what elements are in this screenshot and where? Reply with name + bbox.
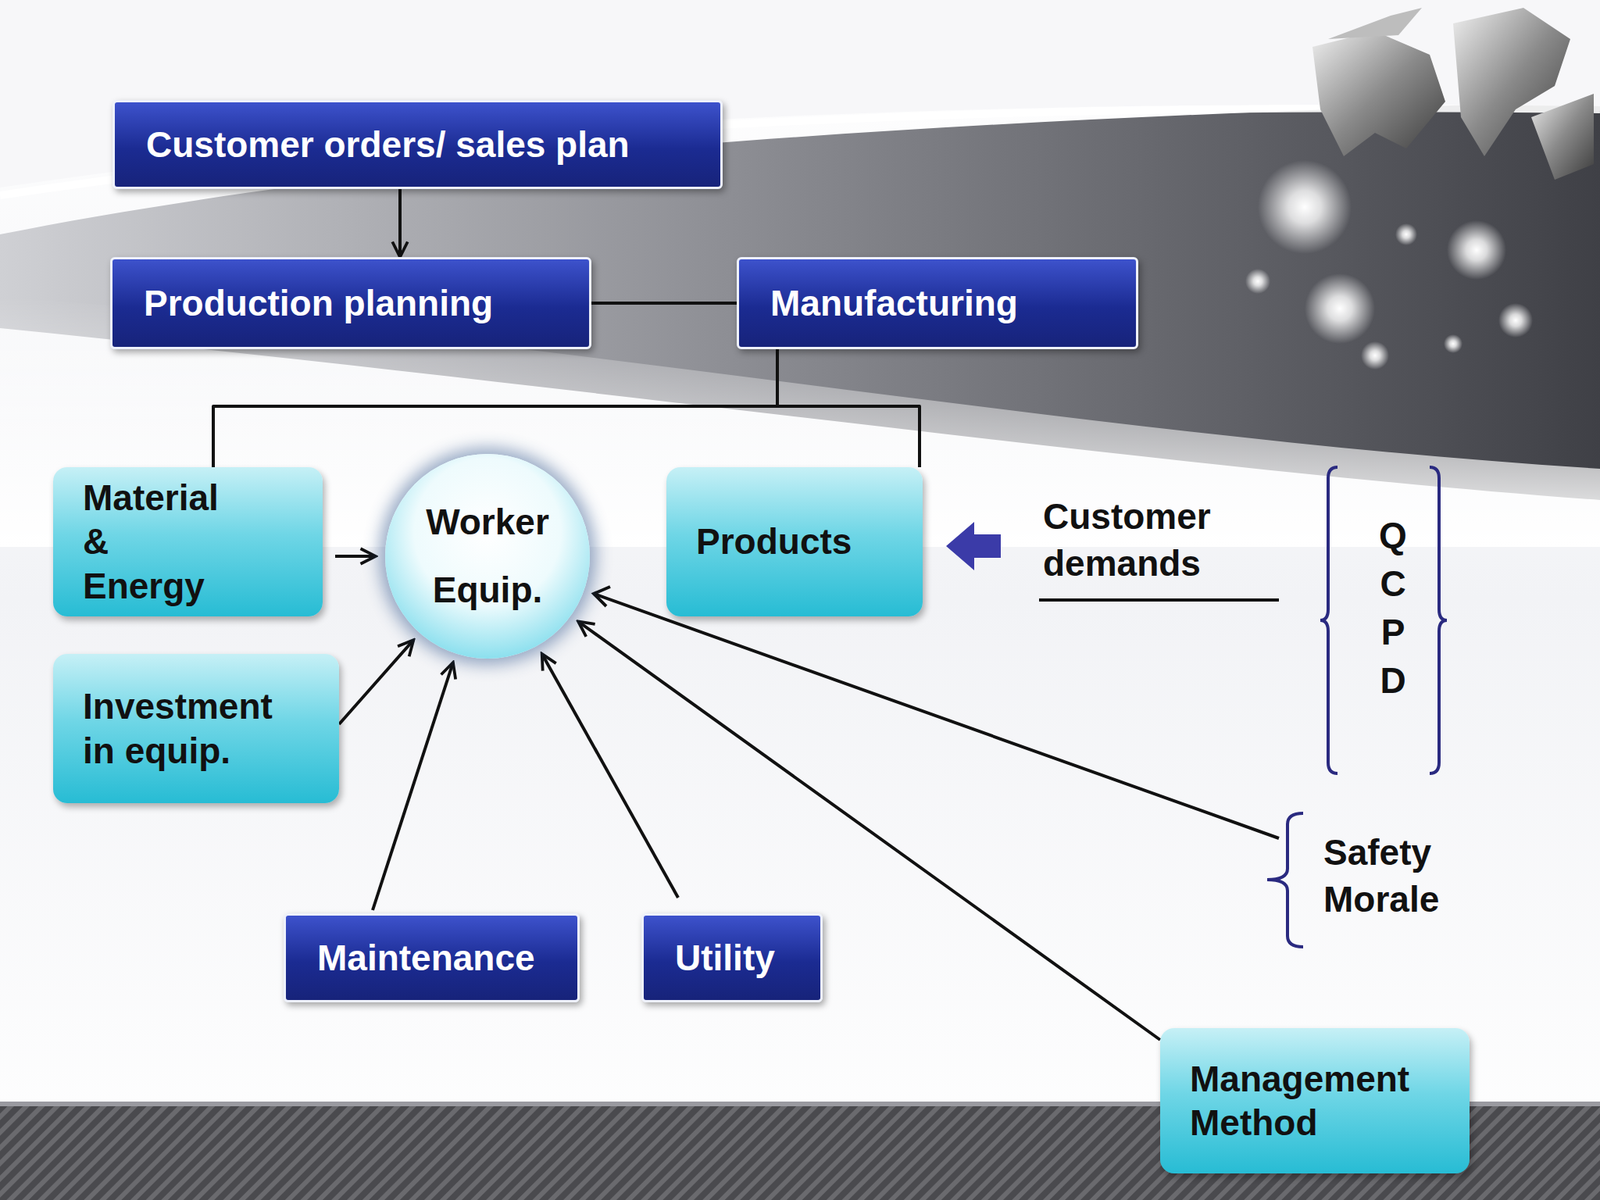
resource-box: Management Method xyxy=(1160,1028,1470,1174)
arrowhead xyxy=(593,586,611,607)
resource-box: Material & Energy xyxy=(53,467,323,617)
resource-box: Investment in equip. xyxy=(53,653,340,804)
connector xyxy=(335,554,376,558)
callout-text: Safety Morale xyxy=(1323,829,1480,924)
resource-box: Products xyxy=(666,467,923,617)
connector xyxy=(578,621,1161,1041)
connector xyxy=(213,349,778,468)
connector xyxy=(777,349,920,468)
node-text: Utility xyxy=(675,935,775,980)
connector xyxy=(339,639,414,725)
callout-text: Customer demands xyxy=(1042,493,1278,588)
node-text: Worker Equip. xyxy=(409,488,566,625)
node-text: Products xyxy=(696,519,852,564)
node-text: Material & Energy xyxy=(82,475,219,608)
connector xyxy=(591,301,737,305)
process-box: Manufacturing xyxy=(736,257,1139,350)
block-arrow xyxy=(946,521,1001,571)
letter-label: Q xyxy=(1377,512,1409,560)
connector xyxy=(398,189,402,258)
process-box: Customer orders/ sales plan xyxy=(112,100,723,190)
node-text: Customer orders/ sales plan xyxy=(146,122,630,167)
brace xyxy=(1429,467,1447,774)
node-text: Investment in equip. xyxy=(82,684,310,772)
letter-label: C xyxy=(1377,560,1409,608)
letter-label: D xyxy=(1377,657,1409,705)
process-box: Utility xyxy=(641,913,823,1003)
node-text: Management Method xyxy=(1189,1057,1440,1145)
connector xyxy=(542,653,679,898)
leader-arrow xyxy=(593,593,1279,839)
process-box: Maintenance xyxy=(283,913,580,1003)
brace xyxy=(1320,467,1338,774)
underline xyxy=(1039,598,1279,602)
connector xyxy=(372,662,454,911)
letter-label: P xyxy=(1377,609,1409,657)
globe-illustration xyxy=(1312,7,1594,180)
brace xyxy=(1267,813,1304,947)
process-box: Production planning xyxy=(110,257,592,350)
node-text: Maintenance xyxy=(317,935,536,980)
node-text: Manufacturing xyxy=(770,281,1018,325)
core-circle: Worker Equip. xyxy=(385,453,590,659)
node-text: Production planning xyxy=(143,281,493,325)
